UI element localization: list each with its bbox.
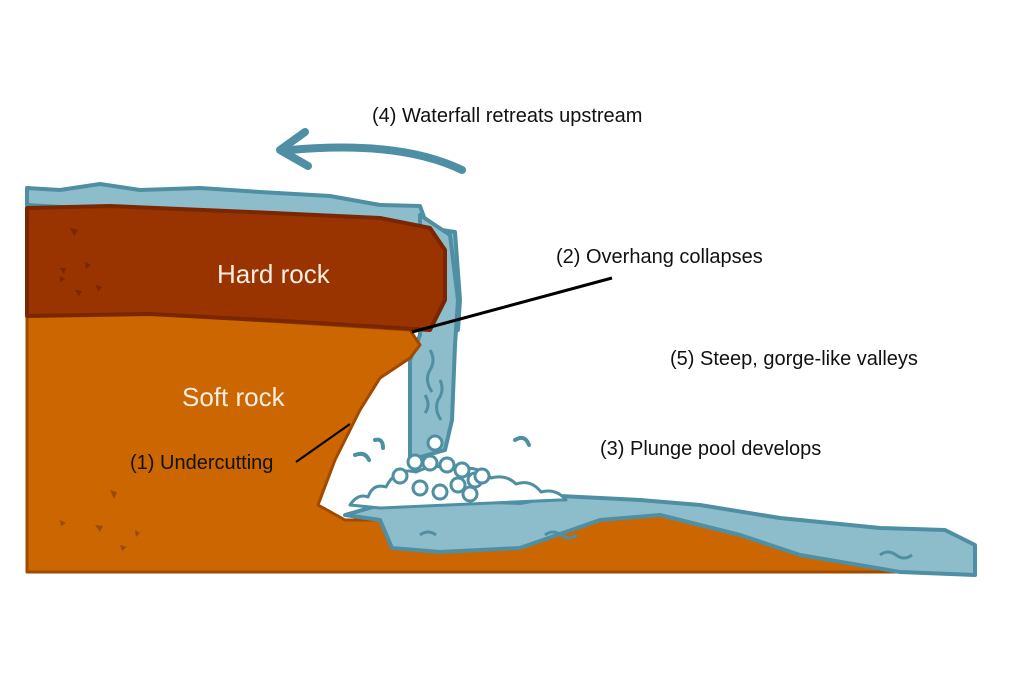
overhang-leader-line	[411, 276, 613, 334]
undercutting-label: (1) Undercutting	[130, 452, 273, 474]
overhang-label: (2) Overhang collapses	[556, 246, 763, 268]
hard-rock-label: Hard rock	[217, 259, 331, 289]
rock-flecks	[60, 228, 102, 296]
gorge-label: (5) Steep, gorge-like valleys	[670, 348, 918, 370]
retreat-label: (4) Waterfall retreats upstream	[372, 105, 642, 127]
arrowhead	[276, 128, 312, 170]
soft-rock-label: Soft rock	[182, 382, 286, 412]
plunge-pool-label: (3) Plunge pool develops	[600, 438, 821, 460]
undercutting-leader-line	[295, 423, 351, 463]
hard-rock-layer	[25, 204, 447, 332]
pool-ripple-lines	[419, 530, 913, 560]
water-ripple-lines	[423, 349, 444, 421]
bubbles	[391, 434, 491, 503]
splash-droplets	[353, 435, 531, 462]
retreat-arrow-icon	[286, 143, 466, 174]
